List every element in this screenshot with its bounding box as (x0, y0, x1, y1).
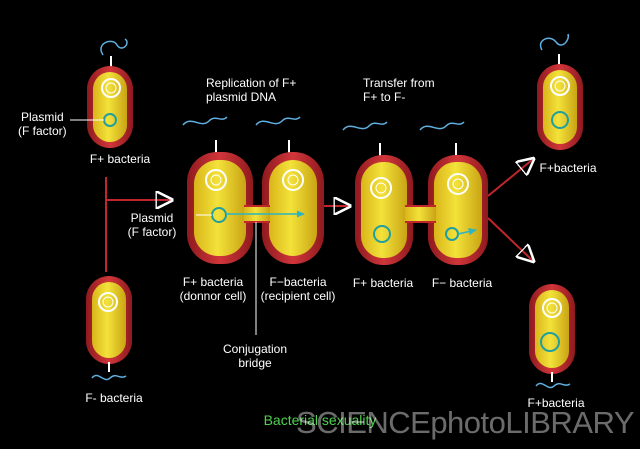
label-f-plus-result-bottom: F+bacteria (527, 396, 585, 410)
label-replication: Replication of F+ plasmid DNA (206, 76, 297, 104)
result-f-plus-bacterium-top (537, 33, 583, 150)
label-f-minus-transfer: F− bacteria (431, 276, 493, 290)
label-f-plus-result-top: F+bacteria (539, 161, 597, 175)
transfer-recipient-cell (419, 121, 488, 265)
f-plus-bacterium-top-left (87, 38, 133, 148)
transfer-bridge (405, 205, 436, 223)
transfer-donor-cell (342, 121, 413, 265)
label-transfer: Transfer from F+ to F- (363, 76, 435, 104)
label-recipient: F−bacteria (recipient cell) (260, 275, 336, 303)
conjugation-bridge (226, 205, 305, 223)
label-plasmid-top: Plasmid (F factor) (18, 110, 67, 138)
label-plasmid-mid: Plasmid (F factor) (127, 211, 177, 239)
watermark: SCIENCEphotoLIBRARY (296, 405, 634, 440)
arrow-to-result-top (487, 160, 532, 197)
label-conjugation: Conjugation bridge (222, 342, 288, 370)
f-minus-bacterium-bottom-left (86, 276, 132, 381)
label-f-plus-top: F+ bacteria (89, 152, 151, 166)
result-f-plus-bacterium-bottom (529, 284, 575, 389)
label-f-minus-bottom: F- bacteria (85, 391, 143, 405)
caption: Bacterial sexuality (263, 412, 377, 428)
donor-cell (182, 116, 253, 264)
recipient-cell (255, 116, 324, 264)
arrow-to-result-bottom (487, 217, 532, 260)
label-f-plus-transfer: F+ bacteria (352, 276, 414, 290)
label-donor: F+ bacteria (donnor cell) (179, 275, 247, 303)
merge-arrow-left (105, 177, 170, 272)
